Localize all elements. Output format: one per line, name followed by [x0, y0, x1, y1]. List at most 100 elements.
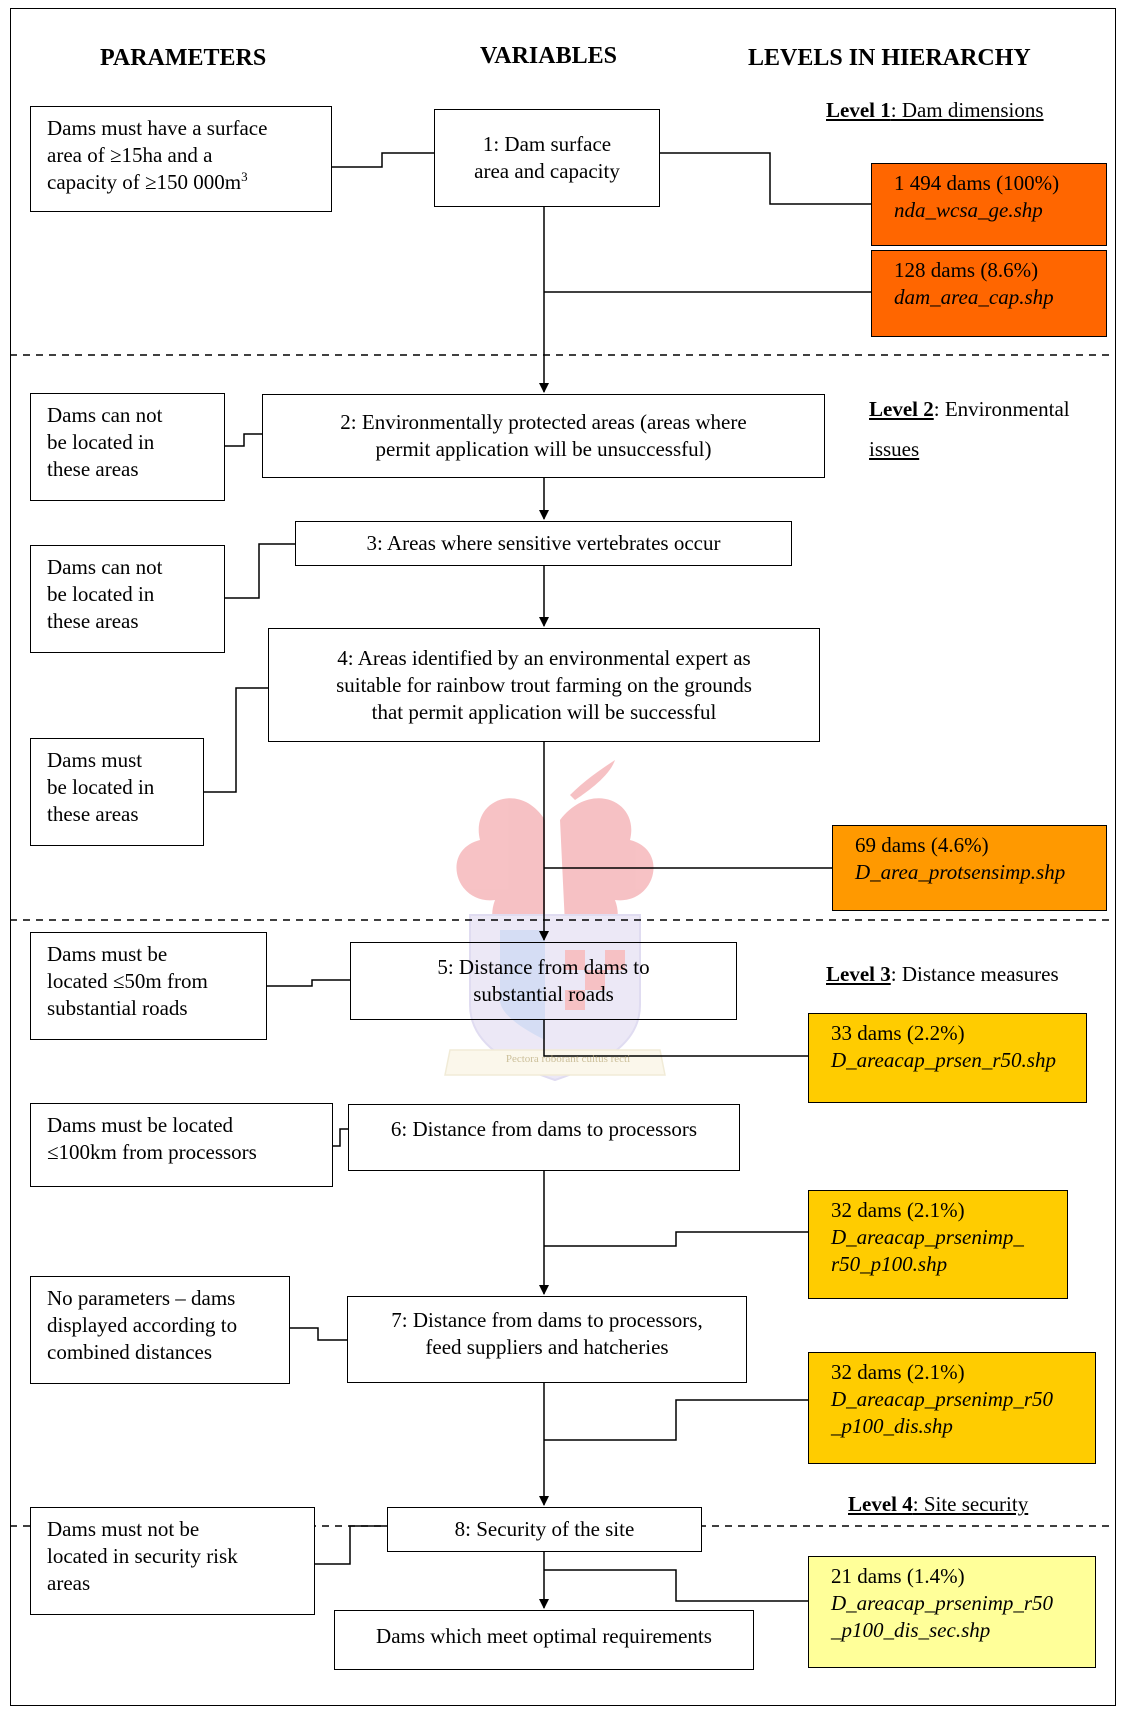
result-5-file-line-2: r50_p100.shp — [831, 1252, 948, 1276]
header-parameters: PARAMETERS — [100, 45, 267, 71]
parameter-5-line-2: located ≤50m from — [47, 969, 208, 993]
final-result-box: Dams which meet optimal requirements — [334, 1610, 754, 1670]
parameter-1-line-2: area of ≥15ha and a — [47, 143, 213, 167]
parameter-box-1: Dams must have a surface area of ≥15ha a… — [30, 106, 332, 212]
result-7-count: 21 dams (1.4%) — [831, 1564, 965, 1588]
result-7-file-line-1: D_areacap_prsenimp_r50 — [831, 1591, 1054, 1615]
parameter-6-line-2: ≤100km from processors — [47, 1140, 257, 1164]
result-2-count: 128 dams (8.6%) — [894, 258, 1039, 282]
variable-4-line-1: 4: Areas identified by an environmental … — [337, 645, 751, 670]
parameter-box-5: Dams must be located ≤50m from substanti… — [30, 932, 267, 1040]
parameter-box-8: Dams must not be located in security ris… — [30, 1507, 315, 1615]
header-variables: VARIABLES — [480, 43, 617, 69]
variable-box-2: 2: Environmentally protected areas (area… — [262, 394, 825, 478]
parameter-6-line-1: Dams must be located — [47, 1113, 234, 1137]
parameter-box-4: Dams must be located in these areas — [30, 738, 204, 846]
parameter-8-line-3: areas — [47, 1571, 91, 1595]
level-1-desc: : Dam dimensions — [890, 98, 1044, 122]
parameter-1-superscript: 3 — [241, 169, 248, 184]
result-5-file-line-1: D_areacap_prsenimp_ — [831, 1225, 1024, 1249]
variable-2-line-1: 2: Environmentally protected areas (area… — [340, 410, 747, 434]
parameter-7-line-2: displayed according to — [47, 1313, 238, 1337]
level-4-desc: : Site security — [912, 1492, 1029, 1516]
result-6-file-line-1: D_areacap_prsenimp_r50 — [831, 1387, 1054, 1411]
variable-box-6: 6: Distance from dams to processors — [348, 1104, 740, 1171]
parameter-4-line-1: Dams must — [47, 748, 143, 772]
result-4-count: 33 dams (2.2%) — [831, 1021, 965, 1045]
result-box-5: 32 dams (2.1%) D_areacap_prsenimp_ r50_p… — [808, 1190, 1068, 1299]
watermark-motto: Pectora roborant cultus recti — [505, 1053, 631, 1065]
parameter-1-line-3: capacity of ≥150 000m3 — [47, 169, 321, 196]
result-2-file: dam_area_cap.shp — [894, 285, 1054, 309]
variable-box-4: 4: Areas identified by an environmental … — [268, 628, 820, 742]
result-box-3: 69 dams (4.6%) D_area_protsensimp.shp — [832, 825, 1107, 911]
result-3-count: 69 dams (4.6%) — [855, 833, 989, 857]
parameter-5-line-1: Dams must be — [47, 942, 168, 966]
parameter-4-line-2: be located in — [47, 775, 155, 799]
parameter-7-line-3: combined distances — [47, 1340, 213, 1364]
variable-3-line-1: 3: Areas where sensitive vertebrates occ… — [366, 531, 721, 555]
result-1-count: 1 494 dams (100%) — [894, 171, 1060, 195]
parameter-8-line-1: Dams must not be — [47, 1517, 200, 1541]
result-4-file: D_areacap_prsen_r50.shp — [831, 1048, 1056, 1072]
variable-4-line-3: that permit application will be successf… — [371, 699, 717, 724]
result-6-file-line-2: _p100_dis.shp — [831, 1414, 953, 1438]
level-4-label: Level 4: Site security — [848, 1492, 1028, 1517]
result-1-file: nda_wcsa_ge.shp — [894, 198, 1043, 222]
connector-lines — [204, 152, 871, 1609]
result-box-7: 21 dams (1.4%) D_areacap_prsenimp_r50 _p… — [808, 1556, 1096, 1668]
parameter-box-7: No parameters – dams displayed according… — [30, 1276, 290, 1384]
variable-1-line-1: 1: Dam surface — [482, 132, 612, 156]
level-4-title: Level 4 — [848, 1492, 913, 1516]
level-3-label: Level 3: Distance measures — [826, 962, 1059, 987]
result-5-count: 32 dams (2.1%) — [831, 1198, 965, 1222]
result-box-1: 1 494 dams (100%) nda_wcsa_ge.shp — [871, 163, 1107, 246]
variable-7-line-1: 7: Distance from dams to processors, — [391, 1307, 703, 1332]
parameter-3-line-1: Dams can not — [47, 555, 163, 579]
variable-6-line-1: 6: Distance from dams to processors — [390, 1117, 698, 1141]
parameter-5-line-3: substantial roads — [47, 996, 188, 1020]
final-result-text: Dams which meet optimal requirements — [376, 1623, 712, 1648]
parameter-2-line-3: these areas — [47, 457, 139, 481]
level-2-desc-2: issues — [869, 437, 920, 461]
level-3-desc: : Distance measures — [890, 962, 1059, 986]
parameter-4-line-3: these areas — [47, 802, 139, 826]
parameter-7-line-1: No parameters – dams — [47, 1286, 236, 1310]
parameter-box-6: Dams must be located ≤100km from process… — [30, 1103, 333, 1187]
result-box-6: 32 dams (2.1%) D_areacap_prsenimp_r50 _p… — [808, 1352, 1096, 1464]
variable-5-line-1: 5: Distance from dams to — [437, 955, 650, 979]
parameter-1-line-3-text: capacity of ≥150 000m — [47, 170, 242, 194]
level-1-label: Level 1: Dam dimensions — [826, 98, 1044, 123]
variable-1-line-2: area and capacity — [474, 159, 620, 183]
variable-box-5: 5: Distance from dams to substantial road… — [350, 942, 737, 1020]
variable-2-line-2: permit application will be unsuccessful) — [375, 437, 712, 461]
variable-5-line-2: substantial roads — [473, 982, 614, 1006]
result-7-file-line-2: _p100_dis_sec.shp — [831, 1618, 991, 1642]
parameter-box-2: Dams can not be located in these areas — [30, 393, 225, 501]
level-2-label: Level 2: Environmental issues — [869, 389, 1070, 469]
parameter-box-3: Dams can not be located in these areas — [30, 545, 225, 653]
level-2-desc: : Environmental — [933, 397, 1070, 421]
header-levels: LEVELS IN HIERARCHY — [748, 45, 1031, 71]
parameter-3-line-2: be located in — [47, 582, 155, 606]
variable-8-line-1: 8: Security of the site — [454, 1517, 635, 1541]
result-6-count: 32 dams (2.1%) — [831, 1360, 965, 1384]
level-2-title: Level 2 — [869, 397, 934, 421]
variable-7-line-2: feed suppliers and hatcheries — [425, 1334, 669, 1359]
variable-box-8: 8: Security of the site — [387, 1507, 702, 1552]
variable-4-line-2: suitable for rainbow trout farming on th… — [336, 672, 752, 697]
level-1-title: Level 1 — [826, 98, 891, 122]
variable-box-7: 7: Distance from dams to processors,feed… — [347, 1296, 747, 1383]
parameter-3-line-3: these areas — [47, 609, 139, 633]
level-3-title: Level 3 — [826, 962, 891, 986]
parameter-2-line-1: Dams can not — [47, 403, 163, 427]
result-3-file: D_area_protsensimp.shp — [855, 860, 1066, 884]
parameter-2-line-2: be located in — [47, 430, 155, 454]
diagram-frame — [10, 8, 1116, 1706]
variable-box-1: 1: Dam surface area and capacity — [434, 109, 660, 207]
result-box-4: 33 dams (2.2%) D_areacap_prsen_r50.shp — [808, 1013, 1087, 1103]
parameter-8-line-2: located in security risk — [47, 1544, 238, 1568]
variable-box-3: 3: Areas where sensitive vertebrates occ… — [295, 521, 792, 566]
result-box-2: 128 dams (8.6%) dam_area_cap.shp — [871, 250, 1107, 337]
